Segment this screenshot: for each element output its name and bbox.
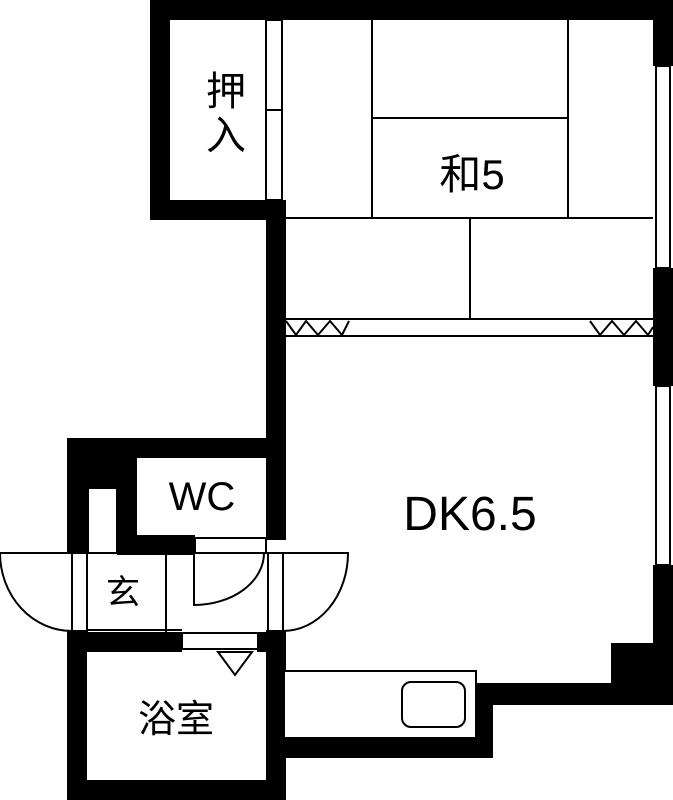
front-door-swing-left <box>0 552 73 632</box>
tatami-mats <box>284 20 653 320</box>
entry-partitions <box>71 487 284 632</box>
room-label-genkan: 玄 <box>106 574 140 612</box>
room-label-wc: WC <box>168 475 236 519</box>
room-label-oshiire: 押入 <box>200 70 244 158</box>
closet-sliding-door <box>265 19 283 201</box>
room-label-dk: DK6.5 <box>403 488 537 541</box>
windows-right <box>655 65 671 566</box>
kitchen-counter <box>283 670 477 739</box>
wc-door <box>193 537 267 607</box>
sink-icon <box>401 681 466 728</box>
room-label-bath: 浴室 <box>137 699 215 741</box>
room-label-washitsu: 和5 <box>439 151 505 198</box>
sliding-partition <box>284 319 654 337</box>
walls <box>67 0 673 800</box>
dk-door-swing <box>282 552 350 632</box>
bath-door <box>181 632 259 677</box>
